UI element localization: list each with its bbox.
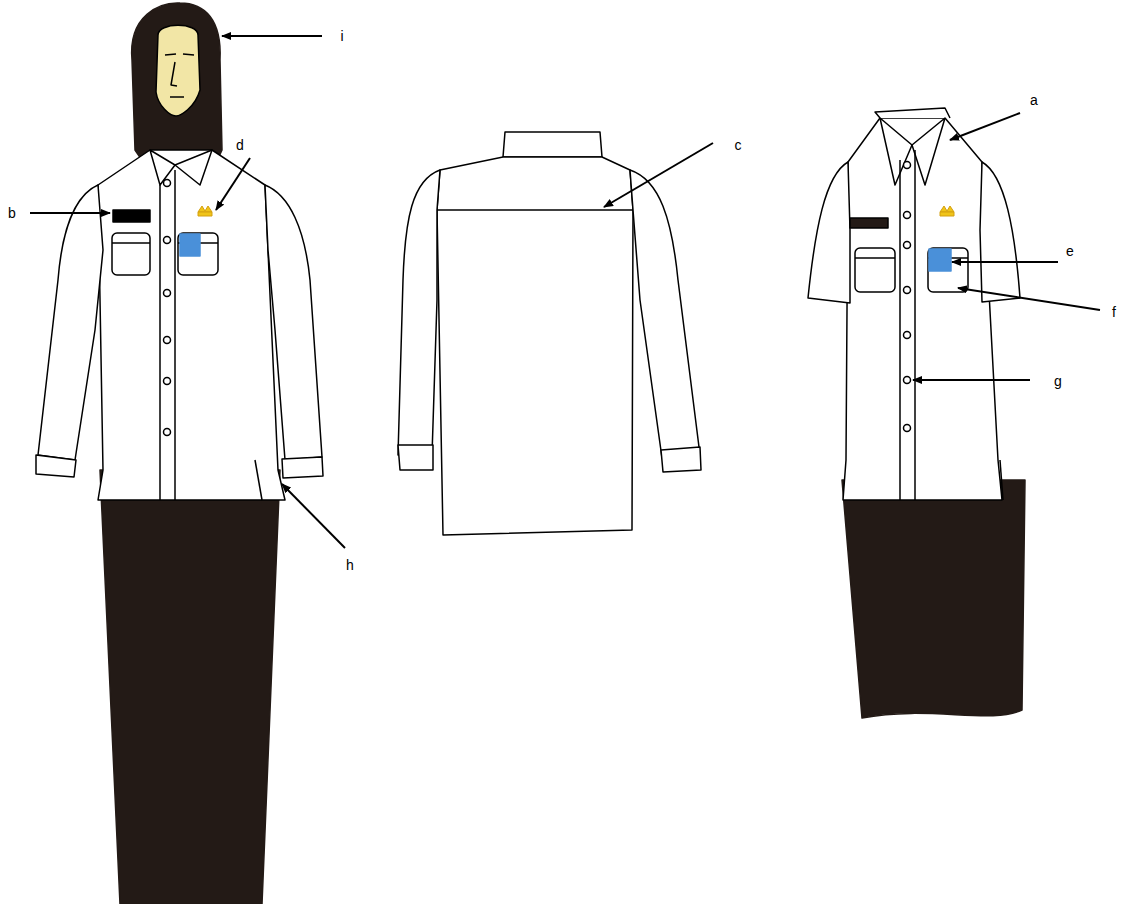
- callout-letter: e: [1066, 244, 1074, 258]
- callout-letter: i: [340, 29, 343, 43]
- leader-arrow: [30, 36, 1100, 548]
- callout-letter: h: [346, 558, 354, 572]
- callout-letter: b: [8, 206, 16, 220]
- callout-letter: g: [1054, 374, 1062, 388]
- callout-letter: f: [1112, 305, 1116, 319]
- callout-letter: a: [1030, 93, 1038, 107]
- callout-letter: c: [735, 138, 742, 152]
- callout-letter: d: [236, 138, 244, 152]
